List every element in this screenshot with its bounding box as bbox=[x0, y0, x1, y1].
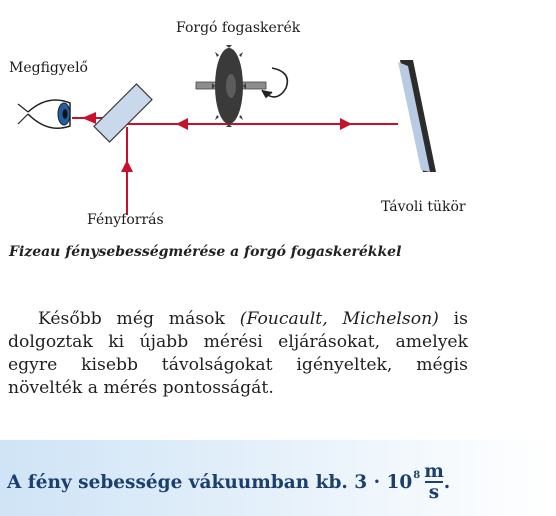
fact-banner bbox=[0, 440, 556, 516]
distant-mirror bbox=[398, 60, 436, 172]
paragraph-text-start: Később még mások bbox=[38, 309, 240, 329]
fact-end: . bbox=[443, 471, 451, 493]
beam-splitter bbox=[93, 83, 153, 143]
unit-numerator: m bbox=[424, 461, 444, 482]
gear-wheel-icon bbox=[195, 45, 267, 127]
light-source-label: Fényforrás bbox=[87, 212, 164, 228]
fact-text: A fény sebessége vákuumban kb. 3 · 10 bbox=[7, 471, 413, 493]
observer-label: Megfigyelő bbox=[9, 60, 88, 76]
eye-icon bbox=[17, 99, 71, 129]
paragraph-text-end: is dolgoztak ki újabb mérési eljárásokat… bbox=[8, 309, 468, 398]
paragraph-names: (Foucault, Michelson) bbox=[239, 309, 439, 329]
wheel-label: Forgó fogaskerék bbox=[176, 20, 301, 36]
fizeau-diagram bbox=[17, 45, 436, 215]
fact-exponent: 8 bbox=[413, 469, 421, 481]
rotation-arrow-icon bbox=[261, 67, 289, 99]
light-beams bbox=[72, 117, 398, 215]
mirror-label: Távoli tükör bbox=[381, 199, 466, 215]
unit-denominator: s bbox=[428, 482, 440, 503]
beam-arrows bbox=[82, 112, 352, 172]
unit-fraction: m s bbox=[424, 462, 444, 502]
figure-caption: Fizeau fénysebességmérése a forgó fogask… bbox=[9, 244, 402, 260]
body-paragraph: Később még mások (Foucault, Michelson) i… bbox=[8, 308, 468, 400]
